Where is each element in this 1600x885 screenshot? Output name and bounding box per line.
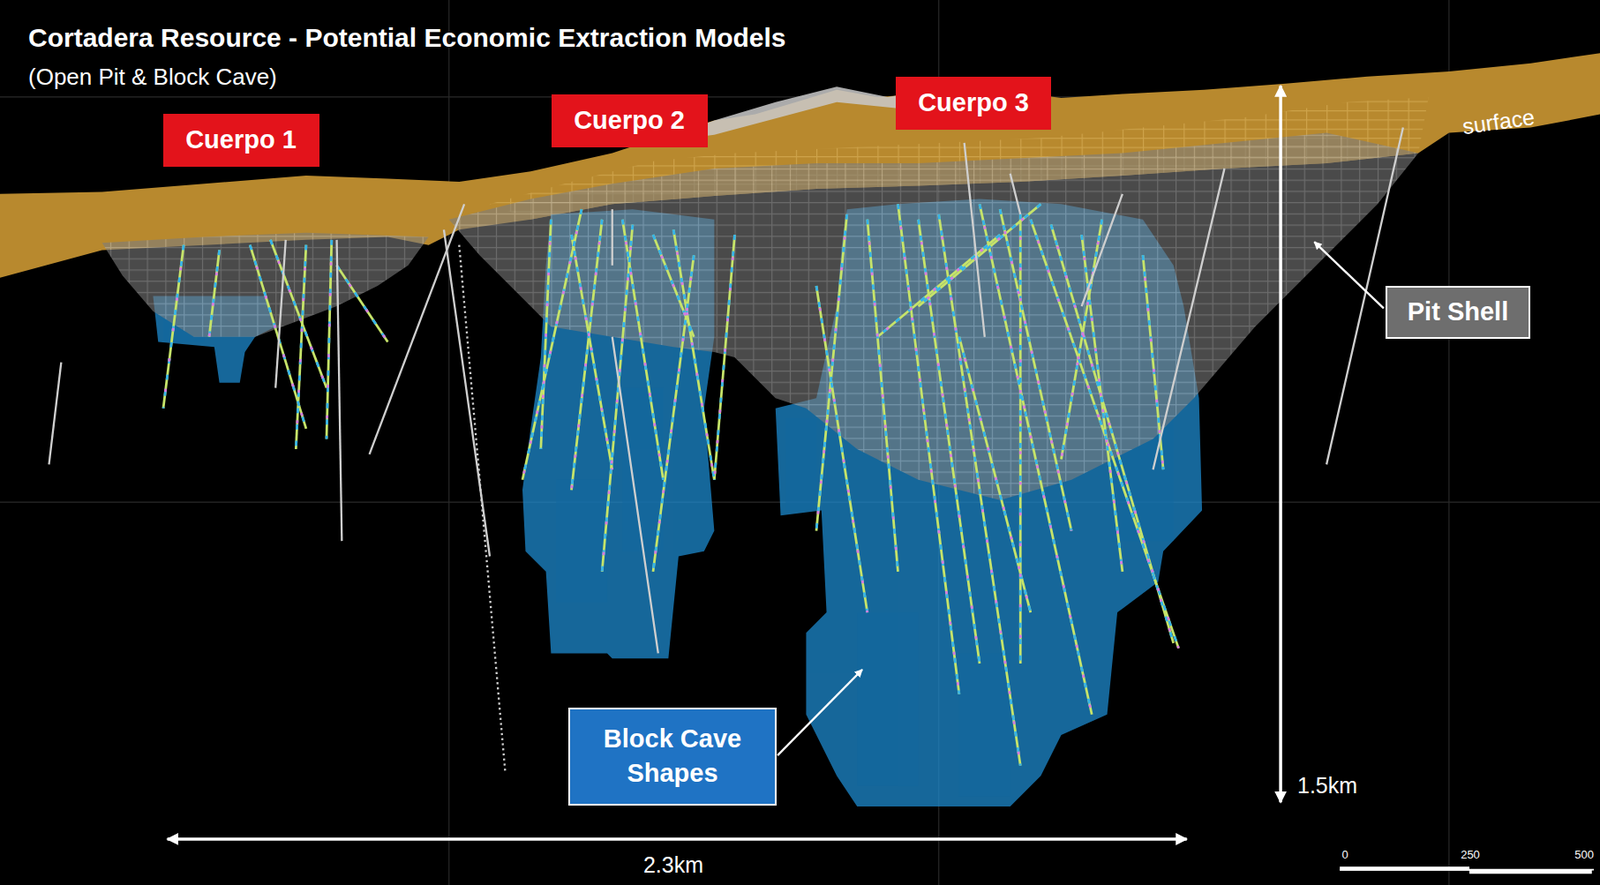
scale-bar-segment [1339,866,1470,872]
unmineralised-holes [49,127,1404,772]
scale-bar-segment [1469,870,1593,875]
drill-hole [964,142,985,338]
scale-number: 0 [1341,848,1348,863]
drill-hole [1081,194,1123,307]
width-arrow [167,837,1187,841]
grid-line [448,0,450,885]
drill-hole [369,203,466,454]
orebody-tag: Cuerpo 3 [895,76,1052,130]
scale-bar [1339,866,1594,874]
drill-hole [1153,168,1225,470]
drill-hole [443,229,490,556]
pit-shell [449,132,1419,500]
box-label: Block Cave Shapes [584,721,761,791]
drill-hole [458,245,505,772]
drill-hole [275,240,286,389]
callout-box: Pit Shell [1385,285,1531,339]
box-label: Cuerpo 1 [185,122,297,158]
cave-block [622,388,663,552]
box-label: Pit Shell [1407,294,1509,330]
dimension-arrows [167,85,1281,840]
drill-hole [611,209,614,266]
pit-shell [102,232,429,338]
scale-number: 250 [1460,848,1480,863]
scale-number: 500 [1574,848,1594,863]
drill-hole [337,240,343,541]
callout-box: Block Cave Shapes [568,707,777,806]
drill-hole-assays [163,203,1179,766]
text-group: Cuerpo 3 [917,85,1030,121]
box-label: Cuerpo 3 [917,85,1030,121]
text-group: Block Cave Shapes [584,721,761,791]
dimension-label: 1.5km [1297,773,1358,799]
orebody-tag: Cuerpo 1 [163,113,320,167]
title: Cortadera Resource - Potential Economic … [28,22,787,54]
drill-holes [163,203,1179,766]
text-group: Pit Shell [1407,294,1509,330]
drill-hole [1010,173,1022,215]
leader-line [777,669,863,756]
cave-block [856,612,918,787]
cave-block [785,418,817,511]
subtitle: (Open Pit & Block Cave) [28,64,278,91]
drill-hole [49,362,62,466]
orebody-tag: Cuerpo 2 [551,94,708,148]
text-group: Cuerpo 2 [573,103,685,138]
box-label: Cuerpo 2 [573,103,685,138]
dimension-label: 2.3km [643,852,704,879]
cave-block [555,480,608,603]
cave-block [959,653,1011,797]
drill-hole-assays [163,203,1179,766]
height-arrow [1278,85,1282,803]
text-group: Cuerpo 1 [185,122,297,158]
drill-hole [612,337,659,654]
leader-lines [777,241,1384,756]
leader-line [1314,241,1384,308]
